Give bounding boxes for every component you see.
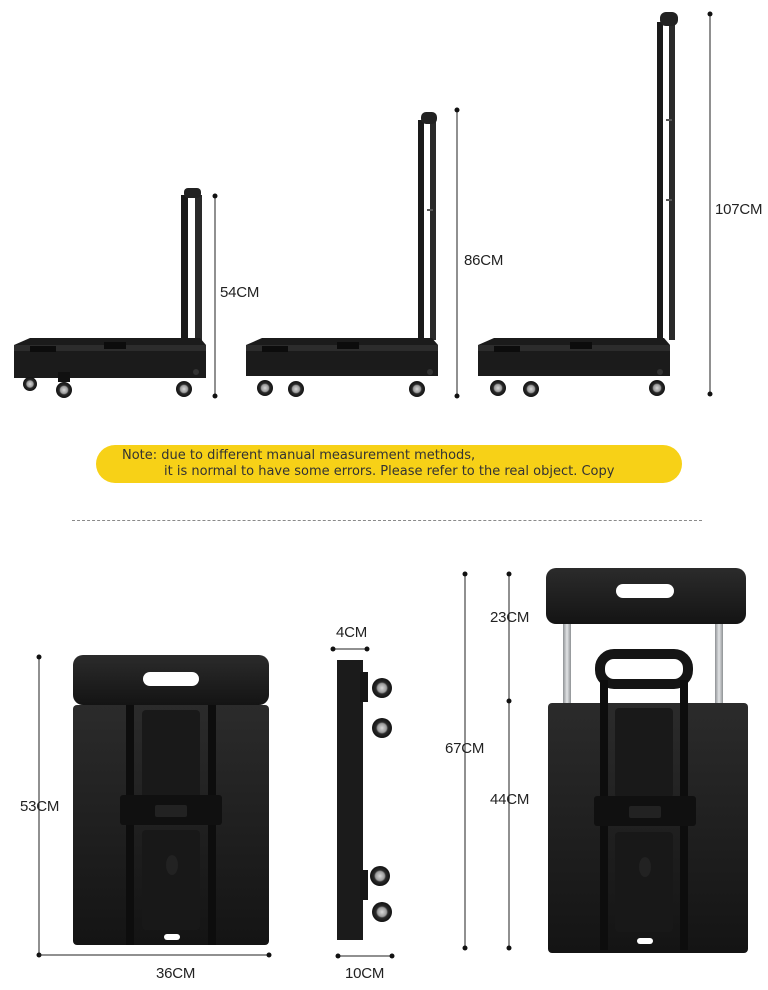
cart-mid xyxy=(246,107,460,399)
note-line-2: it is normal to have some errors. Please… xyxy=(164,464,615,479)
height-label-107: 107CM xyxy=(715,201,763,218)
cart-high xyxy=(478,11,713,397)
cart-low xyxy=(14,188,218,399)
side-thickness-label: 4CM xyxy=(336,624,368,641)
note-line-1: Note: due to different manual measuremen… xyxy=(122,448,476,463)
handle-length-label: 23CM xyxy=(490,609,530,626)
height-label-86: 86CM xyxy=(464,252,504,269)
folded-side-view xyxy=(330,646,395,959)
extended-handle-view xyxy=(462,568,748,953)
measurement-note: Note: due to different manual measuremen… xyxy=(96,445,682,483)
side-width-label: 10CM xyxy=(345,965,385,982)
front-height-label: 53CM xyxy=(20,798,60,815)
extended-total-label: 67CM xyxy=(445,740,485,757)
height-label-54: 54CM xyxy=(220,284,260,301)
body-length-label: 44CM xyxy=(490,791,530,808)
section-divider xyxy=(72,520,702,521)
folded-front-view xyxy=(36,654,272,958)
front-width-label: 36CM xyxy=(156,965,196,982)
